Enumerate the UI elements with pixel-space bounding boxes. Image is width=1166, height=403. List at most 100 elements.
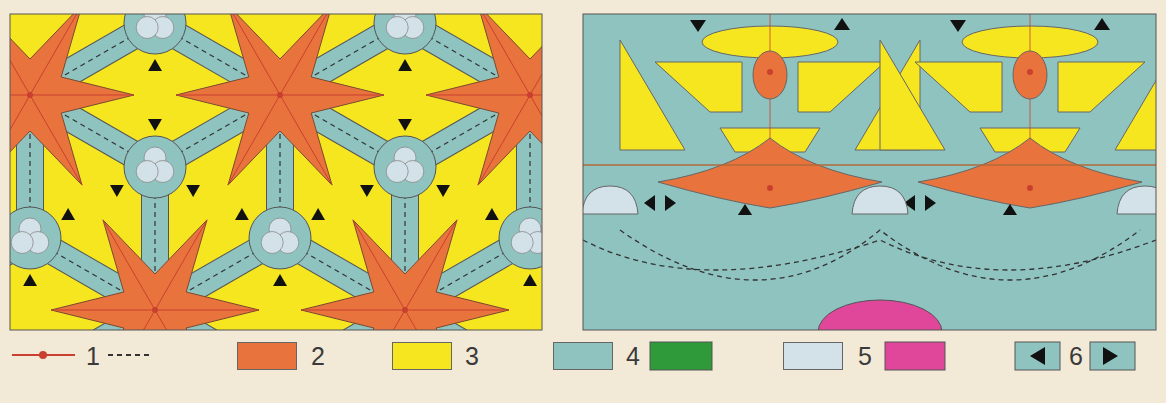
yellow-panel: [798, 62, 885, 112]
star-axis: [353, 310, 405, 330]
roundel: [249, 207, 311, 269]
legend-swatch: [392, 342, 452, 370]
yellow-panel: [1115, 40, 1156, 150]
triangle: [523, 274, 537, 286]
star-centre: [27, 92, 33, 98]
legend-swatch: [783, 342, 843, 370]
star: [176, 14, 384, 185]
white-arch: [1117, 186, 1156, 214]
star-axis: [530, 14, 542, 95]
star-axis: [155, 310, 259, 311]
trefoil-lobe: [136, 17, 158, 39]
roundel: [374, 14, 436, 54]
triangle: [398, 119, 412, 131]
star-axis: [30, 14, 82, 95]
trefoil-lobe: [386, 161, 408, 183]
band: [10, 310, 30, 330]
legend-number: 2: [311, 342, 325, 370]
star-axis: [426, 95, 530, 96]
star-axis: [155, 220, 207, 310]
star-axis: [103, 310, 155, 330]
frieze-panel: [583, 14, 1156, 330]
trefoil-lobe: [261, 232, 283, 254]
triangle: [950, 20, 966, 32]
star-centre: [277, 92, 283, 98]
white-arch: [583, 186, 638, 214]
star-axis: [530, 95, 542, 185]
roundel: [374, 136, 436, 198]
triangle: [360, 185, 374, 197]
star-axis: [478, 14, 530, 95]
triangle: [23, 274, 37, 286]
yellow-panel: [880, 40, 945, 150]
centre-dot: [767, 185, 773, 191]
star: [10, 14, 134, 185]
triangle: [925, 195, 936, 211]
star-centre: [402, 307, 408, 313]
orange-wing: [658, 138, 882, 208]
triangle: [273, 274, 287, 286]
band-centre: [10, 310, 30, 330]
triangle: [690, 20, 706, 32]
triangle: [311, 208, 325, 220]
star: [51, 220, 259, 330]
star-axis: [103, 220, 155, 310]
yellow-panel: [655, 62, 742, 112]
star: [426, 14, 542, 185]
legend-number: 6: [1069, 342, 1083, 370]
star-axis: [280, 95, 332, 185]
star-axis: [405, 220, 457, 310]
triangle: [485, 208, 499, 220]
trefoil-lobe: [386, 17, 408, 39]
roundel: [124, 136, 186, 198]
star-axis: [478, 95, 530, 185]
centre-dot: [767, 69, 773, 75]
star-centre: [152, 307, 158, 313]
star-axis: [155, 310, 207, 330]
legend-number: 4: [626, 342, 640, 370]
triangle: [235, 208, 249, 220]
triangle: [398, 59, 412, 71]
triangle: [834, 18, 850, 30]
centre-dot: [1027, 185, 1033, 191]
roundel: [124, 14, 186, 54]
star-axis: [10, 14, 30, 95]
triangle: [148, 59, 162, 71]
triangle: [186, 185, 200, 197]
trefoil-lobe: [511, 232, 533, 254]
star-axis: [353, 220, 405, 310]
band: [530, 310, 542, 330]
triangle: [148, 119, 162, 131]
star-axis: [30, 95, 82, 185]
triangle: [644, 195, 655, 211]
star-axis: [228, 14, 280, 95]
star-axis: [51, 310, 155, 311]
star-axis: [301, 310, 405, 311]
star-axis: [280, 14, 332, 95]
band-centre: [530, 310, 542, 330]
centre-dot: [1027, 69, 1033, 75]
triangle: [665, 195, 676, 211]
trefoil-lobe: [136, 161, 158, 183]
yellow-panel: [1058, 62, 1145, 112]
star-axis: [405, 310, 457, 330]
black-triangles: [10, 14, 542, 330]
legend-number: 3: [465, 342, 479, 370]
yellow-panel: [620, 40, 685, 150]
star-axis: [280, 95, 384, 96]
orange-oval: [753, 51, 787, 99]
roundel: [10, 207, 61, 269]
roundel: [499, 207, 542, 269]
star-axis: [10, 95, 30, 185]
star-centre: [527, 92, 533, 98]
triangle: [1094, 18, 1110, 30]
legend-swatch: [237, 342, 297, 370]
yellow-panel: [915, 62, 1002, 112]
white-arch: [852, 186, 908, 214]
legend-number: 5: [858, 342, 872, 370]
star-axis: [405, 310, 509, 311]
trefoil-lobe: [11, 232, 33, 254]
star-axis: [228, 95, 280, 185]
triangle: [436, 185, 450, 197]
star-axis: [30, 95, 134, 96]
